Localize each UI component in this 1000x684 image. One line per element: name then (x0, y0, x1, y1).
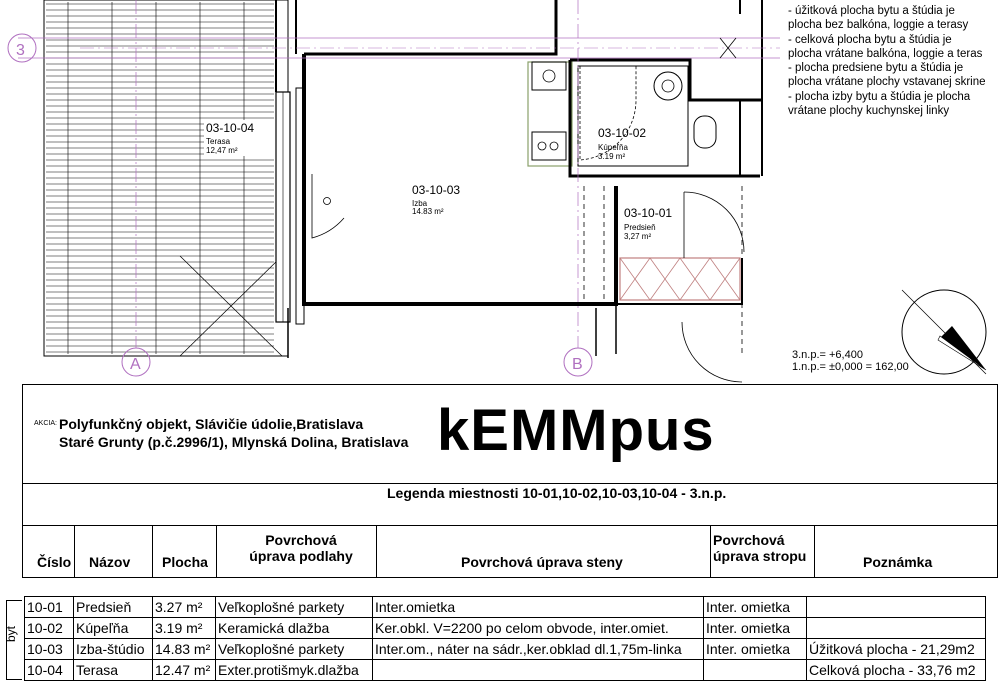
note-line: - plocha predsiene bytu a štúdia je (788, 62, 964, 75)
brand-logo: kEMMpus (437, 398, 715, 463)
note-line: - úžitková plocha bytu a štúdia je (788, 5, 955, 17)
room-name-kupelna: Kúpeľňa (598, 143, 628, 152)
room-area-izba: 14.83 m² (412, 207, 444, 216)
note-line: - plocha izby bytu a štúdia je plocha (788, 90, 971, 103)
cell-steny: Inter.om., náter na sádr.,ker.obklad dl.… (372, 638, 704, 660)
room-area-predsien: 3,27 m² (624, 232, 651, 241)
byt-side-label: byt (4, 600, 22, 680)
cell-nazov: Predsieň (73, 596, 153, 618)
cell-poznamka: Celková plocha - 33,76 m2 (806, 659, 986, 681)
grid-label-col-b: B (572, 356, 583, 373)
area-notes: - úžitková plocha bytu a štúdia je ploch… (788, 4, 1000, 118)
akcia-line-2: Staré Grunty (p.č.2996/1), Mlynská Dolin… (59, 434, 409, 450)
title-block: AKCIA: Polyfunkčný objekt, Slávičie údol… (22, 384, 998, 578)
header-strop: Povrchová úprava stropu (711, 525, 815, 577)
header-podlaha: Povrchová úprava podlahy (217, 525, 377, 577)
cell-strop: Inter. omietka (703, 617, 807, 639)
cell-steny (372, 659, 704, 681)
room-name-izba: Izba (412, 199, 428, 208)
cell-nazov: Kúpeľňa (73, 617, 153, 639)
legend-title: Legenda miestnosti 10-01,10-02,10-03,10-… (387, 485, 727, 501)
title-block-header: AKCIA: Polyfunkčný objekt, Slávičie údol… (23, 385, 997, 484)
akcia-line-1: Polyfunkčný objekt, Slávičie údolie,Brat… (59, 416, 364, 432)
room-legend-table: 10-01 Predsieň 3.27 m² Veľkoplošné parke… (24, 596, 986, 681)
table-row: 10-01 Predsieň 3.27 m² Veľkoplošné parke… (24, 596, 986, 618)
cell-podlaha: Veľkoplošné parkety (215, 638, 373, 660)
header-plocha: Plocha (153, 525, 217, 577)
cell-plocha: 12.47 m² (152, 659, 216, 681)
cell-plocha: 3.27 m² (152, 596, 216, 618)
grid-label-col-a: A (130, 356, 141, 373)
cell-nazov: Terasa (73, 659, 153, 681)
note-line: plocha bez balkóna, loggie a terasy (788, 19, 969, 32)
cell-podlaha: Veľkoplošné parkety (215, 596, 373, 618)
room-id-predsien: 03-10-01 (624, 206, 672, 220)
cell-strop (703, 659, 807, 681)
cell-strop: Inter. omietka (703, 638, 807, 660)
header-poznamka: Poznámka (815, 525, 997, 577)
note-line: plocha vrátane plochy vstavanej skrine (788, 76, 986, 89)
cell-poznamka (806, 596, 986, 618)
room-area-kupelna: 3.19 m² (598, 152, 625, 161)
floor-plan: 3 A B 03-10-04 Terasa 12,47 m² 03-10-03 … (7, 0, 987, 383)
cell-plocha: 14.83 m² (152, 638, 216, 660)
cell-podlaha: Keramická dlažba (215, 617, 373, 639)
level-line-2: 1.n.p.= ±0,000 = 162,00 (792, 361, 909, 373)
cell-cislo: 10-04 (24, 659, 74, 681)
cell-cislo: 10-01 (24, 596, 74, 618)
cell-poznamka (806, 617, 986, 639)
level-info: 3.n.p.= +6,400 1.n.p.= ±0,000 = 162,00 (792, 349, 909, 373)
room-id-terasa: 03-10-04 (206, 121, 254, 135)
cell-podlaha: Exter.protišmyk.dlažba (215, 659, 373, 681)
cell-steny: Inter.omietka (372, 596, 704, 618)
table-row: 10-02 Kúpeľňa 3.19 m² Keramická dlažba K… (24, 617, 986, 639)
cell-strop: Inter. omietka (703, 596, 807, 618)
room-id-izba: 03-10-03 (412, 183, 460, 197)
level-line-1: 3.n.p.= +6,400 (792, 349, 863, 361)
north-arrow-icon (901, 289, 987, 375)
header-nazov: Názov (75, 525, 153, 577)
grid-label-row: 3 (16, 42, 25, 59)
header-cislo: Číslo (23, 525, 75, 577)
room-name-predsien: Predsieň (624, 223, 656, 232)
akcia-label: AKCIA: (34, 420, 57, 427)
cell-cislo: 10-03 (24, 638, 74, 660)
room-name-terasa: Terasa (206, 137, 231, 146)
note-line: vrátane plochy kuchynskej linky (788, 105, 950, 118)
table-row: 10-04 Terasa 12.47 m² Exter.protišmyk.dl… (24, 659, 986, 681)
cell-cislo: 10-02 (24, 617, 74, 639)
table-row: 10-03 Izba-štúdio 14.83 m² Veľkoplošné p… (24, 638, 986, 660)
note-line: plocha vrátane balkóna, loggie a teras (788, 47, 983, 60)
room-area-terasa: 12,47 m² (206, 146, 238, 155)
cell-nazov: Izba-štúdio (73, 638, 153, 660)
terrace-hatch (46, 2, 274, 354)
room-id-kupelna: 03-10-02 (598, 126, 646, 140)
cell-steny: Ker.obkl. V=2200 po celom obvode, inter.… (372, 617, 704, 639)
cell-plocha: 3.19 m² (152, 617, 216, 639)
header-steny: Povrchová úprava steny (377, 525, 711, 577)
cell-poznamka: Úžitková plocha - 21,29m2 (806, 638, 986, 660)
note-line: - celková plocha bytu a štúdia je (788, 33, 952, 46)
